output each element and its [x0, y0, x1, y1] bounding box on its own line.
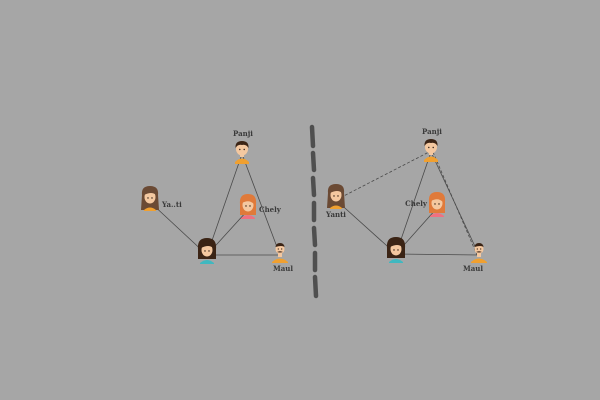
node-chely [240, 194, 256, 219]
node-label-yanti: Ya..ti [161, 200, 182, 209]
node-panji [424, 139, 438, 162]
node-label-chely: Chely [259, 205, 282, 214]
node-panji [235, 141, 249, 164]
node-center [387, 237, 405, 263]
red-hair-girl-avatar-icon [429, 192, 445, 217]
divider-dash [313, 178, 314, 195]
node-label-maul: Maul [463, 264, 483, 273]
divider-dash [315, 277, 316, 296]
node-label-chely: Chely [405, 199, 428, 208]
dark-hair-girl-avatar-icon [387, 237, 405, 263]
node-chely [429, 192, 445, 217]
divider-dash [314, 228, 315, 245]
dark-hair-girl-avatar-icon [198, 238, 216, 264]
divider-dash [312, 127, 313, 146]
mustache-man-avatar-icon [272, 243, 288, 263]
divider-dash [313, 153, 314, 170]
node-center [198, 238, 216, 264]
node-label-panji: Panji [422, 127, 442, 136]
long-hair-girl-avatar-icon [141, 186, 159, 211]
red-hair-girl-avatar-icon [240, 194, 256, 219]
long-hair-girl-avatar-icon [327, 184, 345, 209]
boy-avatar-icon [424, 139, 438, 162]
edge-center-maul [396, 254, 479, 255]
node-label-maul: Maul [273, 264, 293, 273]
edge-yanti-panji-dashed [336, 152, 429, 200]
node-label-panji: Panji [233, 129, 253, 138]
boy-avatar-icon [235, 141, 249, 164]
node-maul [272, 243, 288, 263]
node-yanti [141, 186, 159, 211]
dashed-divider [312, 127, 316, 296]
node-yanti [327, 184, 345, 209]
node-label-yanti: Yanti [325, 210, 346, 219]
